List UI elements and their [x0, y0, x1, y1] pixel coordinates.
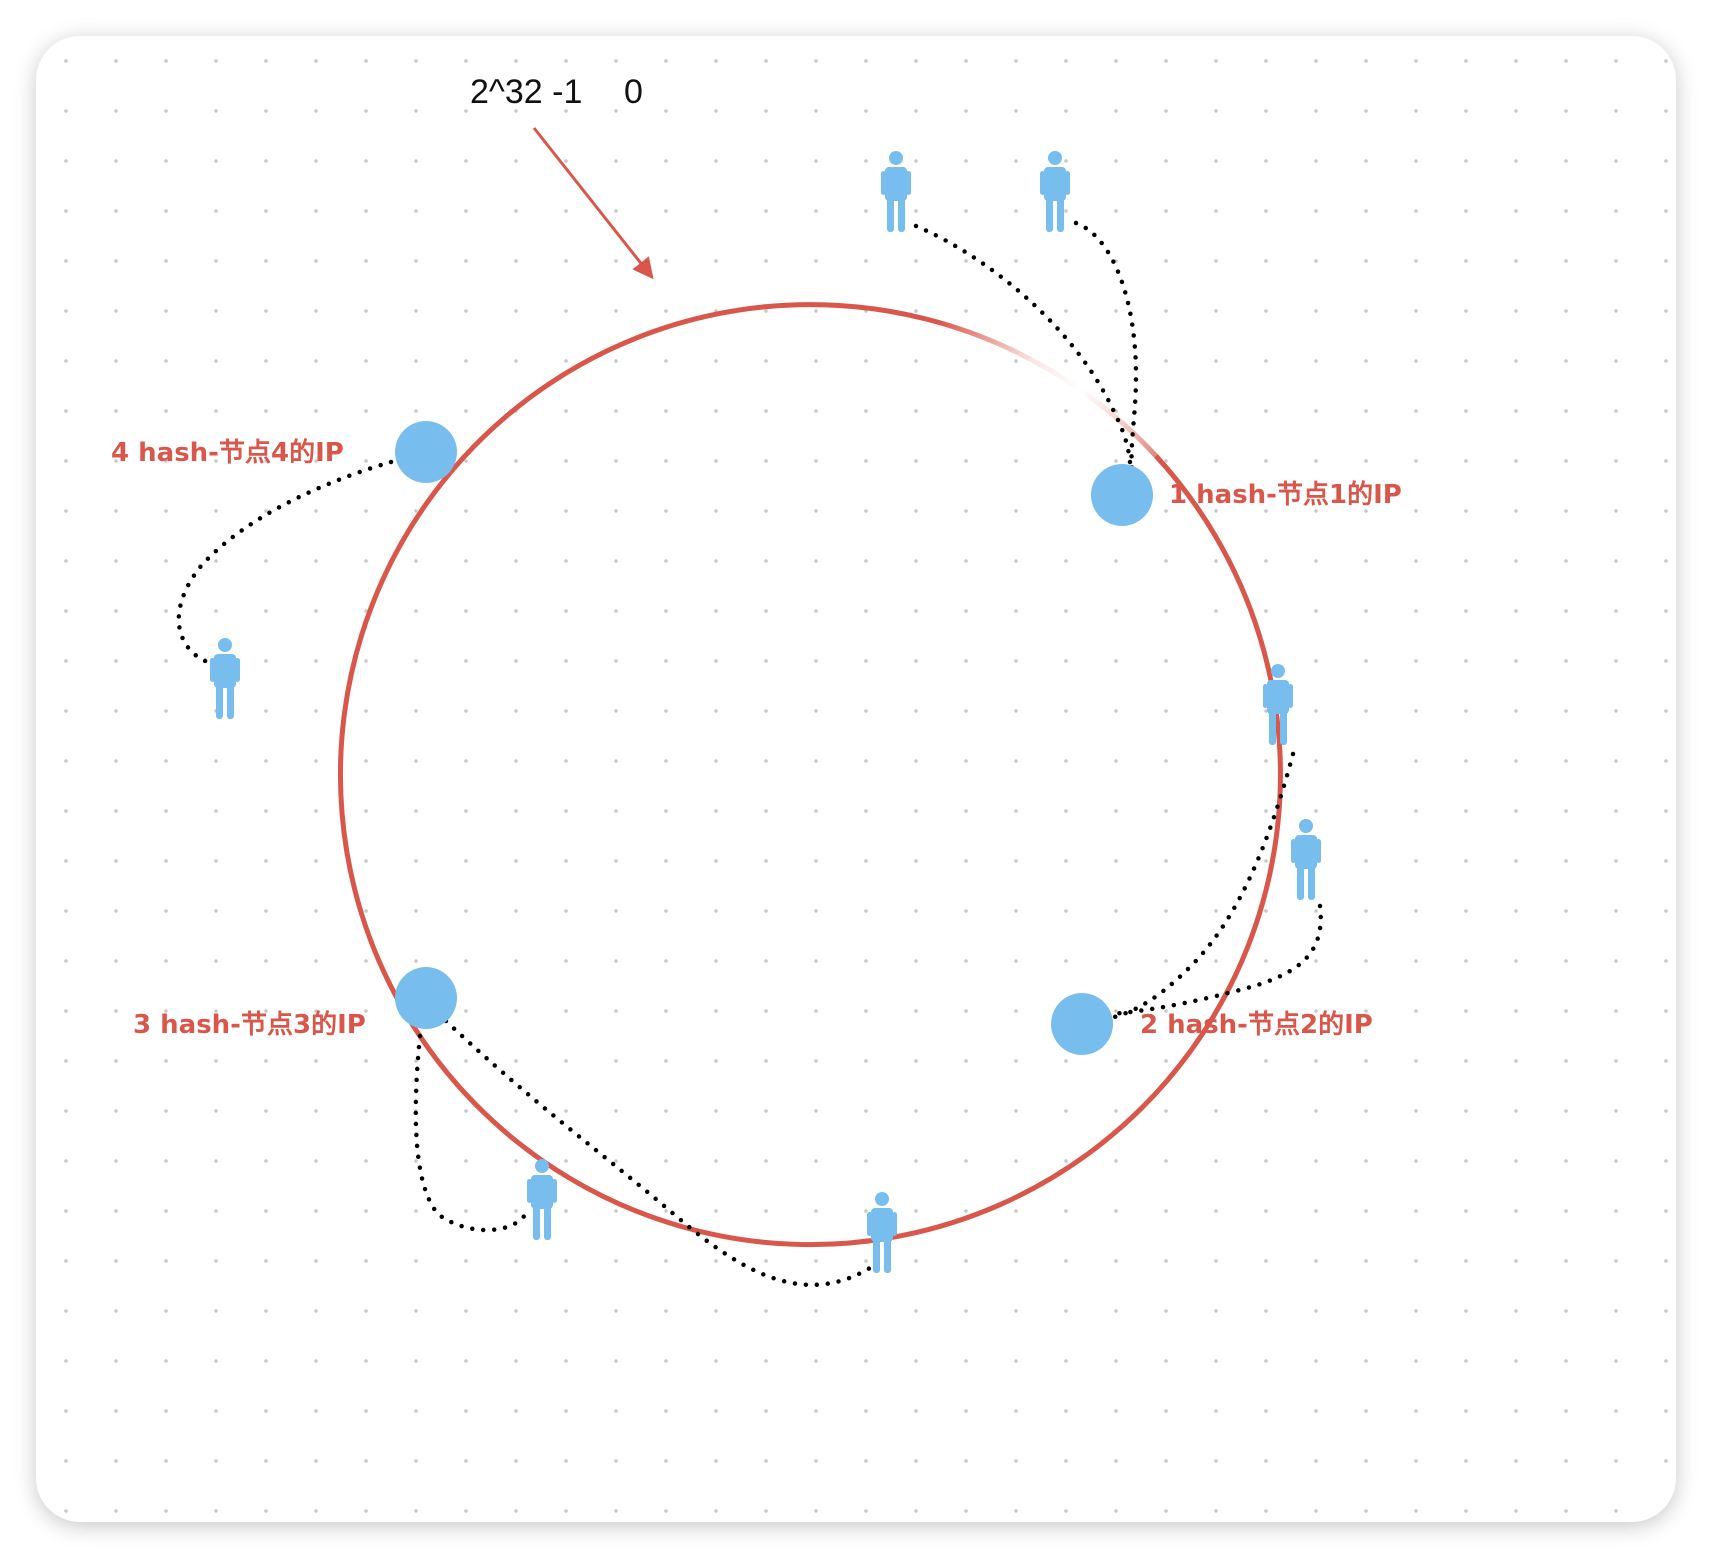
max-hash-value: 2^32 -1	[470, 73, 582, 111]
node-2-circle[interactable]	[1051, 993, 1113, 1055]
ring-main-arc	[338, 302, 1283, 1247]
person-icon[interactable]	[527, 1159, 557, 1240]
range-arrow	[532, 127, 654, 280]
zero-hash-value: 0	[624, 73, 643, 111]
ring-faded-arc	[925, 316, 1158, 458]
person-icon[interactable]	[867, 1192, 897, 1273]
assignment-links	[176, 220, 1323, 1288]
link-user-d-node-2	[1108, 903, 1323, 1017]
node-4-label: 4 hash-节点4的IP	[111, 437, 344, 468]
link-user-f-node-3	[443, 1018, 873, 1288]
node-1-circle[interactable]	[1091, 464, 1153, 526]
person-icon[interactable]	[210, 638, 240, 719]
node-2-label: 2 hash-节点2的IP	[1140, 1009, 1373, 1040]
node-3-circle[interactable]	[395, 967, 457, 1029]
server-nodes	[395, 421, 1153, 1055]
person-icon[interactable]	[1291, 819, 1321, 900]
link-user-b-node-1	[1073, 220, 1139, 499]
node-1-label: 1 hash-节点1的IP	[1169, 479, 1402, 510]
diagram-canvas: 2^32 -1 0 1 hash-节点1的IP 2 hash-节点2的IP 3 …	[36, 36, 1676, 1522]
hash-ring	[338, 302, 1283, 1247]
node-4-circle[interactable]	[395, 421, 457, 483]
consistent-hash-ring-diagram: 2^32 -1 0 1 hash-节点1的IP 2 hash-节点2的IP 3 …	[111, 73, 1402, 1288]
link-user-e-node-3	[413, 1033, 531, 1233]
person-icon[interactable]	[881, 151, 911, 232]
person-icon[interactable]	[1040, 151, 1070, 232]
link-user-c-node-2	[1093, 751, 1296, 1024]
node-3-label: 3 hash-节点3的IP	[133, 1009, 366, 1040]
person-icon[interactable]	[1263, 664, 1293, 745]
user-icons	[210, 151, 1321, 1273]
range-marker: 2^32 -1 0	[470, 73, 654, 280]
link-user-a-node-1	[913, 223, 1134, 494]
link-user-g-node-4	[176, 459, 394, 667]
node-labels: 1 hash-节点1的IP 2 hash-节点2的IP 3 hash-节点3的I…	[111, 437, 1402, 1040]
